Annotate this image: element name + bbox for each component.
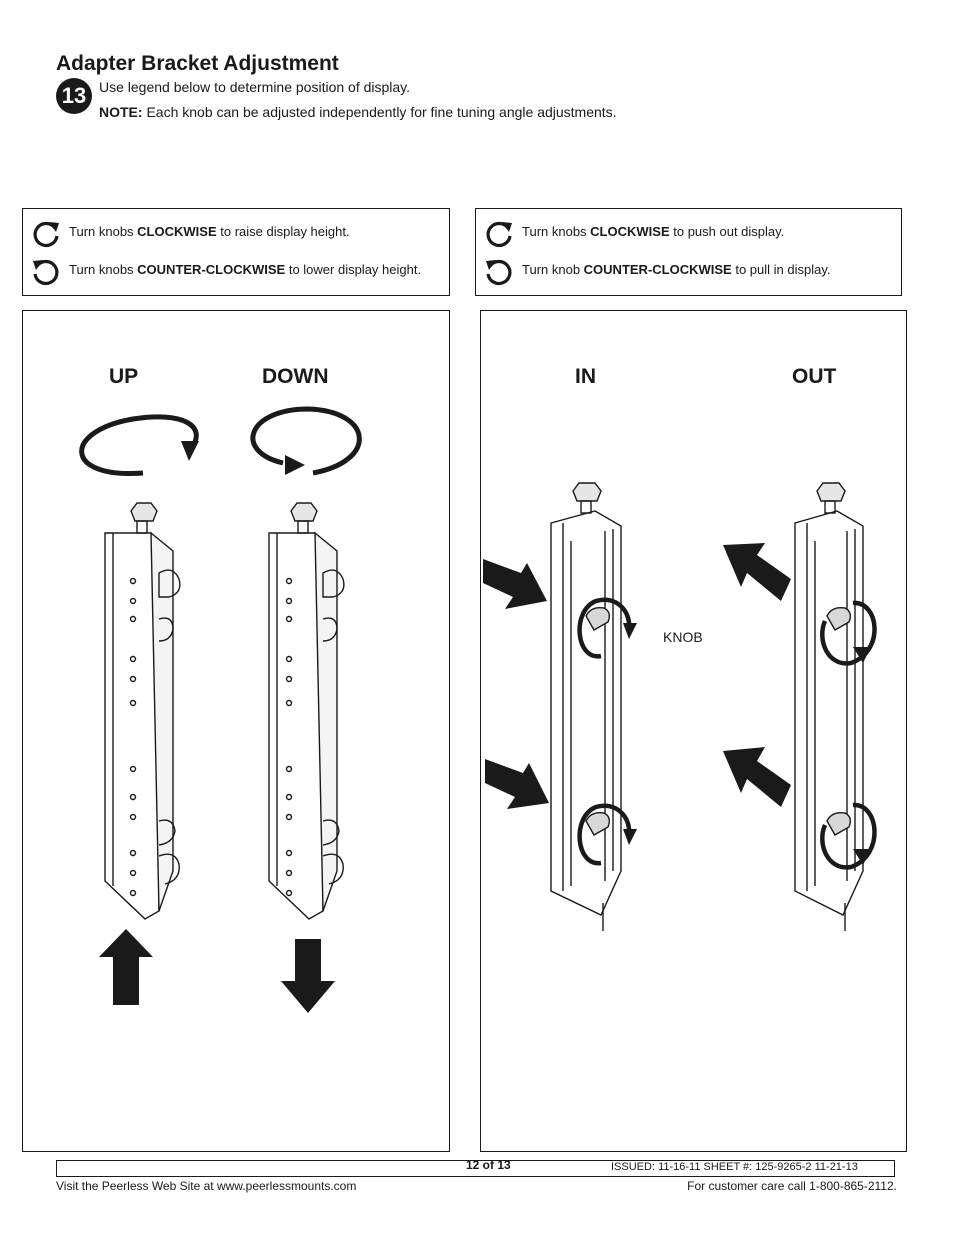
legend-cw-bold: CLOCKWISE [590, 224, 670, 239]
knob-upper-out [820, 600, 877, 666]
depth-adjust-panel: IN OUT [480, 310, 907, 1152]
footer-bar [56, 1160, 895, 1177]
note-label: NOTE: [99, 104, 143, 120]
clockwise-arrow-icon [486, 221, 512, 248]
height-adjust-panel: UP DOWN [22, 310, 450, 1152]
bracket-out [794, 482, 864, 931]
up-arrow-icon [99, 929, 153, 1005]
legend-ccw-prefix: Turn knob [522, 262, 584, 277]
down-label: DOWN [262, 365, 329, 388]
depth-adjust-illustration [483, 482, 877, 931]
legend-cw-text: Turn knobs CLOCKWISE to push out display… [522, 224, 784, 239]
knob-lower-out [820, 802, 877, 870]
counter-clockwise-arrow-icon [33, 259, 59, 286]
legend-cw-row: Turn knobs CLOCKWISE to push out display… [476, 217, 901, 251]
legend-ccw-bold: COUNTER-CLOCKWISE [137, 262, 286, 277]
legend-ccw-text: Turn knobs COUNTER-CLOCKWISE to lower di… [69, 262, 421, 277]
issued-info: ISSUED: 11-16-11 SHEET #: 125-9265-2 11-… [611, 1161, 858, 1173]
legend-cw-prefix: Turn knobs [522, 224, 591, 239]
note-text: NOTE: Each knob can be adjusted independ… [99, 104, 617, 120]
legend-cw-suffix: to raise display height. [216, 224, 350, 239]
note-body: Each knob can be adjusted independently … [142, 104, 617, 120]
legend-height-box: Turn knobs CLOCKWISE to raise display he… [22, 208, 450, 296]
bracket-right [268, 502, 345, 920]
step-number-badge: 13 [56, 78, 92, 114]
legend-cw-row: Turn knobs CLOCKWISE to raise display he… [23, 217, 449, 251]
height-adjust-illustration [79, 406, 362, 1013]
legend-ccw-row: Turn knobs COUNTER-CLOCKWISE to lower di… [23, 255, 449, 289]
pull-arrow-icon [723, 543, 791, 601]
knob-lower-in [577, 803, 637, 866]
pull-arrow-icon [723, 747, 791, 807]
out-label: OUT [792, 365, 837, 388]
clockwise-arrow-icon [33, 221, 59, 248]
legend-cw-text: Turn knobs CLOCKWISE to raise display he… [69, 224, 350, 239]
bracket-left [104, 502, 181, 920]
bracket-in [550, 482, 622, 931]
page-title: Adapter Bracket Adjustment [56, 52, 339, 75]
legend-ccw-bold: COUNTER-CLOCKWISE [583, 262, 732, 277]
push-arrow-icon [485, 759, 549, 809]
website-text: Visit the Peerless Web Site at www.peerl… [56, 1179, 357, 1193]
push-arrow-icon [483, 559, 547, 609]
legend-ccw-suffix: to pull in display. [731, 262, 831, 277]
legend-ccw-prefix: Turn knobs [69, 262, 138, 277]
in-label: IN [575, 365, 596, 388]
legend-ccw-text: Turn knob COUNTER-CLOCKWISE to pull in d… [522, 262, 830, 277]
up-label: UP [109, 365, 139, 388]
legend-depth-box: Turn knobs CLOCKWISE to push out display… [475, 208, 902, 296]
legend-ccw-suffix: to lower display height. [285, 262, 422, 277]
legend-ccw-row: Turn knob COUNTER-CLOCKWISE to pull in d… [476, 255, 901, 289]
down-arrow-icon [281, 939, 335, 1013]
page-number: 12 of 13 [466, 1158, 511, 1172]
knob-upper-in [577, 597, 637, 659]
knob-label: KNOB [663, 629, 703, 645]
customer-care-text: For customer care call 1-800-865-2112. [687, 1179, 897, 1193]
instruction-text: Use legend below to determine position o… [99, 79, 411, 95]
clockwise-rotation-icon [79, 414, 199, 477]
legend-cw-bold: CLOCKWISE [137, 224, 217, 239]
legend-cw-prefix: Turn knobs [69, 224, 138, 239]
counter-clockwise-rotation-icon [250, 406, 362, 476]
counter-clockwise-arrow-icon [486, 259, 512, 286]
legend-cw-suffix: to push out display. [669, 224, 785, 239]
